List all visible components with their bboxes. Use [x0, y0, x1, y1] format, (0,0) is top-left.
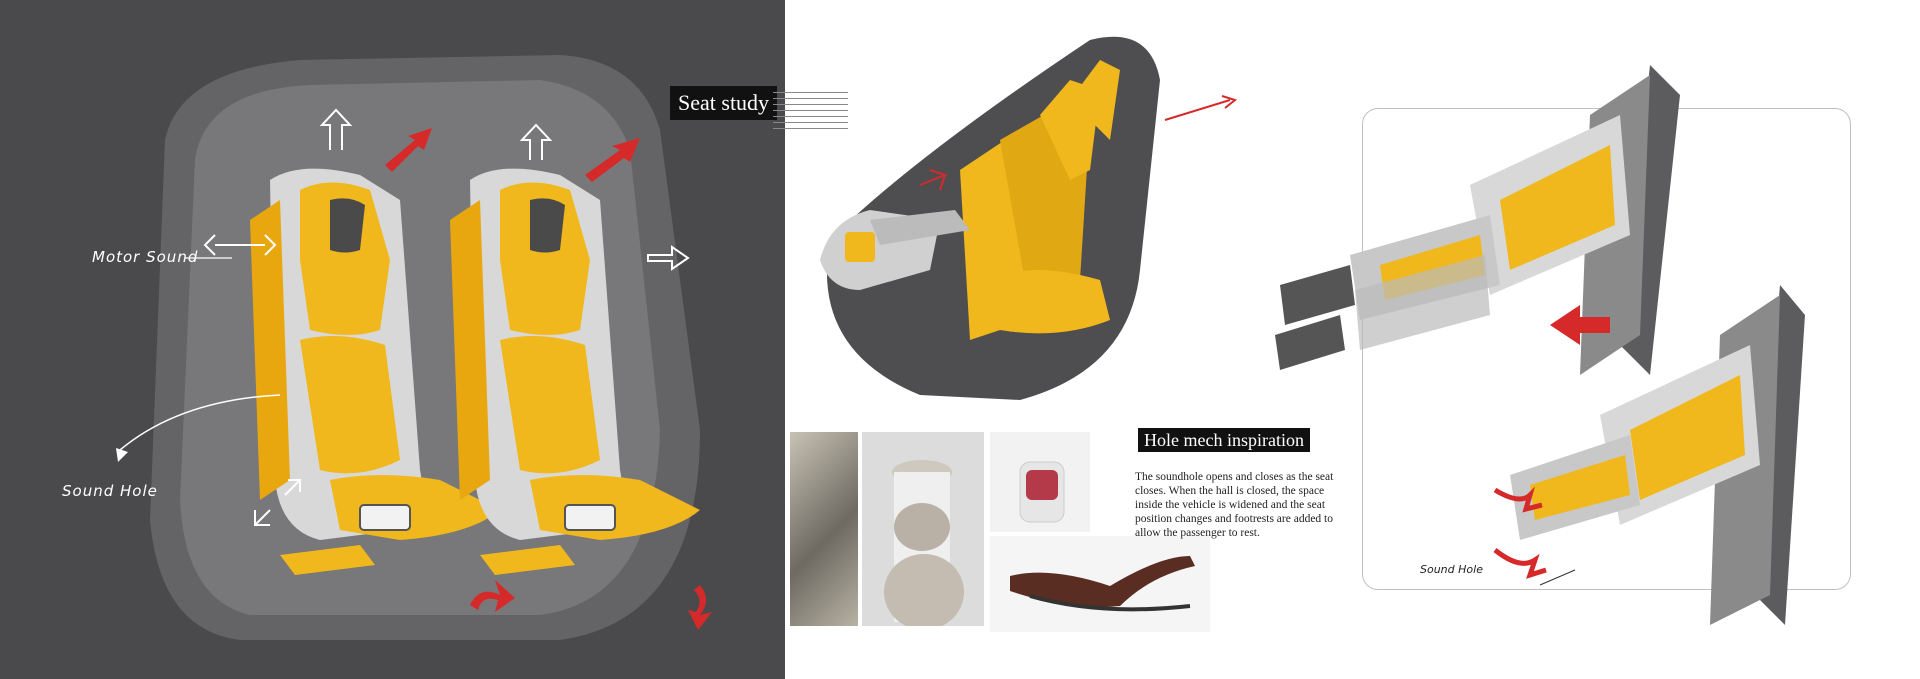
- seat-mechanism-sketch: [1275, 65, 1805, 625]
- red-arrow-icon: [1550, 305, 1610, 345]
- photo-speaker-discs: [862, 432, 984, 626]
- photo-mechanism-valve: [790, 432, 858, 626]
- title-rule-lines: [773, 92, 848, 134]
- seat-left-sketch: [250, 168, 500, 541]
- right-content-area: Seat study: [670, 0, 1920, 679]
- sound-hole-label: Sound Hole: [62, 482, 158, 500]
- red-arrow-icon: [385, 128, 432, 172]
- motor-sound-label: Motor Sound: [92, 248, 199, 266]
- hole-mech-title: Hole mech inspiration: [1138, 428, 1310, 452]
- photo-lamp-device: [990, 432, 1090, 532]
- sound-hole-caption: Sound Hole: [1420, 563, 1483, 576]
- hole-mech-description: The soundhole opens and closes as the se…: [1135, 471, 1334, 539]
- seat-right-sketch: [450, 168, 700, 541]
- pointer-arrowhead-icon: [116, 448, 128, 462]
- red-arrow-icon: [585, 138, 640, 182]
- seat-study-title: Seat study: [670, 86, 778, 120]
- twin-seat-sketch: [116, 55, 712, 640]
- photo-lounge-chair: [990, 536, 1210, 632]
- cockpit-sketch: [820, 36, 1238, 400]
- left-sketch-panel: Motor Sound Sound Hole: [0, 0, 785, 679]
